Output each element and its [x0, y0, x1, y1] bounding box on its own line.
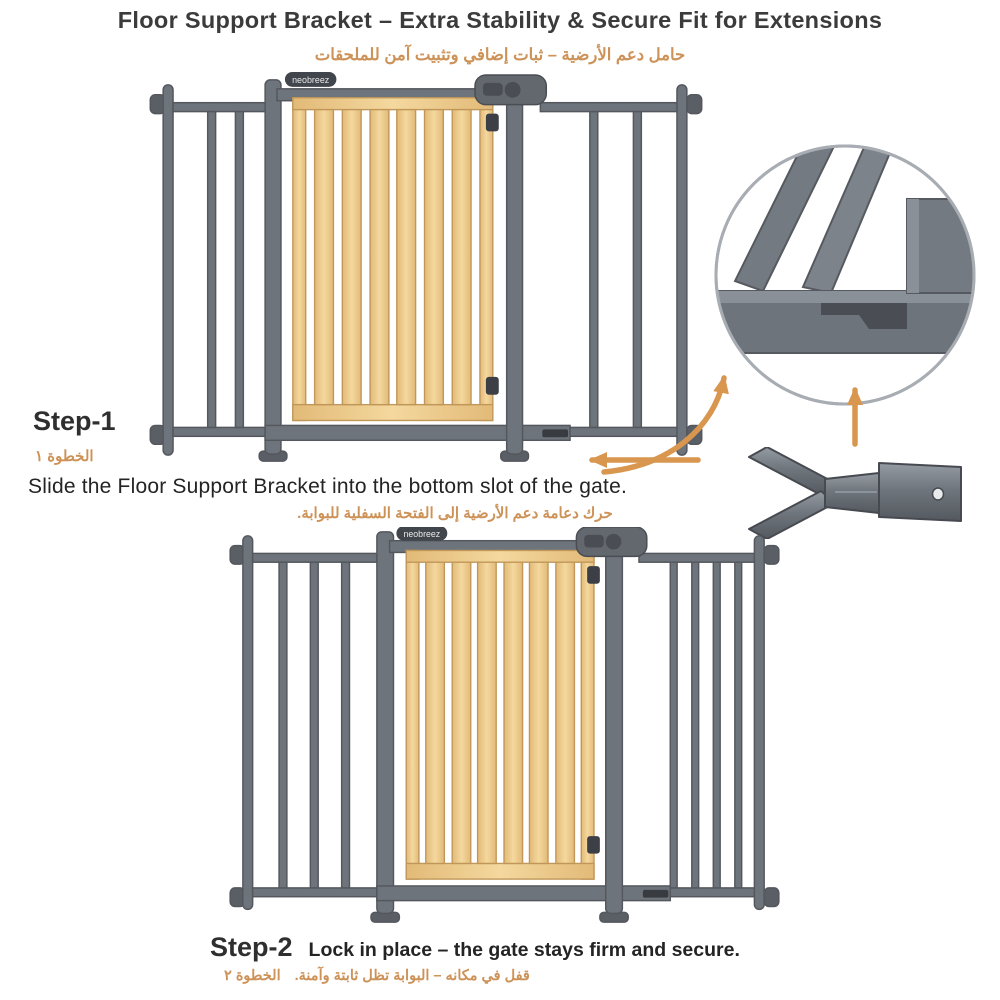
brand-logo: neobreez: [284, 72, 337, 87]
bracket-slot-zoom-circle: [711, 141, 979, 414]
wooden-door: [292, 97, 494, 422]
gate-illustration-step1: neobreez: [148, 72, 703, 473]
step1-instruction-arabic: حرك دعامة دعم الأرضية إلى الفتحة السفلية…: [297, 505, 613, 522]
gate-illustration-step2: neobreez: [228, 526, 781, 933]
page-title-arabic: حامل دعم الأرضية – ثبات إضافي وتثبيت آمن…: [314, 46, 686, 64]
arrow-to-zoom-icon: [601, 375, 729, 475]
annotation-arrows: [589, 375, 863, 475]
step2-instruction-arabic: قفل في مكانه – البوابة تظل ثابتة وآمنة.: [294, 968, 530, 984]
zoom-circle-content: [716, 146, 974, 354]
step2-instruction: Lock in place – the gate stays firm and …: [308, 939, 740, 961]
floor-support-bracket-part: [737, 446, 965, 544]
screw-hole: [931, 487, 945, 501]
step2-row-arabic: الخطوة ٢ قفل في مكانه – البوابة تظل ثابت…: [224, 968, 530, 984]
gate-step2-svg: neobreez: [229, 526, 780, 923]
step2-label-arabic: الخطوة ٢: [224, 968, 281, 984]
brand-logo-text: neobreez: [404, 529, 441, 539]
step1-label: Step-1: [33, 406, 116, 436]
page-title: Floor Support Bracket – Extra Stability …: [117, 7, 883, 33]
step1-instruction: Slide the Floor Support Bracket into the…: [28, 475, 628, 498]
brand-logo: neobreez: [396, 526, 448, 541]
zoom-circle-svg: [714, 144, 976, 406]
bracket-slot: [542, 429, 569, 438]
bracket-slot: [642, 889, 669, 898]
latch-housing: [575, 526, 648, 558]
latch-housing: [474, 74, 548, 106]
gate-frame: [229, 531, 780, 923]
door-hinges: [485, 113, 499, 395]
bracket-svg: [748, 446, 962, 540]
gate-step1-svg: neobreez: [149, 72, 703, 462]
wooden-door: [405, 549, 595, 880]
gate-frame: [149, 79, 703, 462]
step2-row: Step-2 Lock in place – the gate stays fi…: [210, 932, 740, 963]
slot-notch: [821, 303, 907, 329]
step1-label-arabic: الخطوة ١: [35, 448, 94, 465]
door-hinges: [587, 566, 600, 854]
step2-label: Step-2: [210, 932, 293, 962]
brand-logo-text: neobreez: [292, 75, 330, 85]
